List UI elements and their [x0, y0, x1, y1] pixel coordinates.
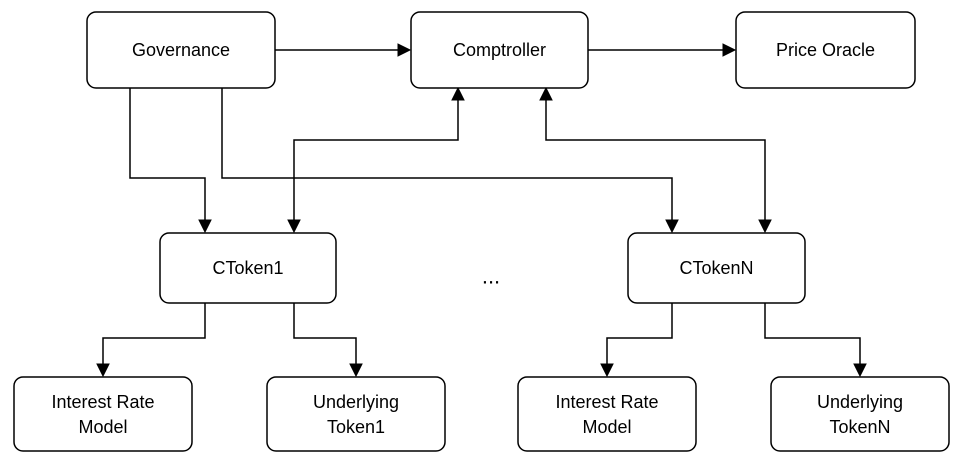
node-underlying-token1: Underlying Token1: [266, 376, 446, 452]
node-label: Comptroller: [453, 40, 546, 60]
edge-ctokenn-interest-rate-model: [606, 303, 673, 366]
node-interest-rate-model-1: Interest Rate Model: [13, 376, 193, 452]
arrowhead-icon: [198, 219, 212, 234]
edge-ctoken1-comptroller: [293, 98, 459, 222]
node-label-line-1: Underlying: [817, 392, 903, 412]
node-label-line-1: Underlying: [313, 392, 399, 412]
arrowhead-icon: [600, 363, 614, 378]
ellipsis-label: ...: [482, 264, 500, 289]
node-label: Governance: [132, 40, 230, 60]
edge-ctokenn-comptroller: [545, 98, 766, 222]
node-ctoken1: CToken1: [159, 232, 337, 304]
node-label: CToken1: [212, 258, 283, 278]
edge-governance-ctokenn: [221, 88, 673, 222]
edge-ctoken1-interest-rate-model: [102, 303, 206, 366]
arrowhead-icon: [96, 363, 110, 378]
node-governance: Governance: [86, 11, 276, 89]
arrowhead-icon: [451, 86, 465, 101]
edge-governance-ctoken1: [129, 88, 206, 222]
node-label-line-2: Model: [78, 417, 127, 437]
node-label: CTokenN: [679, 258, 753, 278]
node-label-line-2: Model: [582, 417, 631, 437]
node-label-line-2: Token1: [327, 417, 385, 437]
arrowhead-icon: [853, 363, 867, 378]
node-ctokenn: CTokenN: [627, 232, 806, 304]
edge-ctokenn-underlying-tokenn: [764, 303, 861, 366]
arrowhead-icon: [665, 219, 679, 234]
edges: [96, 43, 867, 378]
node-interest-rate-model-n: Interest Rate Model: [517, 376, 697, 452]
arrowhead-icon: [287, 219, 301, 234]
arrowhead-icon: [758, 219, 772, 234]
arrowhead-icon: [397, 43, 412, 57]
node-label-line-1: Interest Rate: [555, 392, 658, 412]
edge-ctoken1-underlying-token1: [293, 303, 357, 366]
node-label-line-1: Interest Rate: [51, 392, 154, 412]
arrowhead-icon: [349, 363, 363, 378]
node-label-line-2: TokenN: [829, 417, 890, 437]
node-underlying-tokenn: Underlying TokenN: [770, 376, 950, 452]
node-label: Price Oracle: [776, 40, 875, 60]
arrowhead-icon: [722, 43, 737, 57]
node-price-oracle: Price Oracle: [735, 11, 916, 89]
node-comptroller: Comptroller: [410, 11, 589, 89]
arrowhead-icon: [539, 86, 553, 101]
